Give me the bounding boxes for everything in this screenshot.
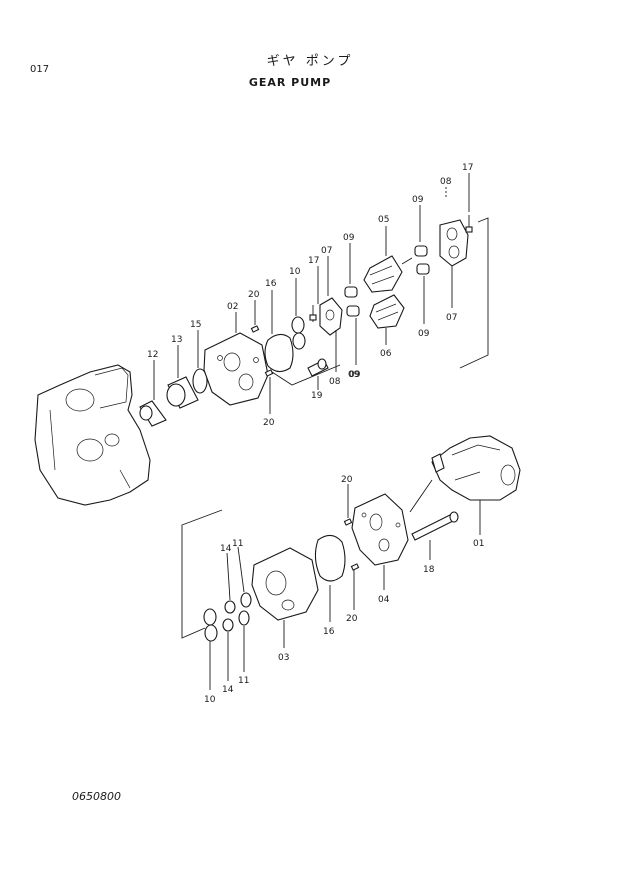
part-15-o-ring	[192, 368, 208, 394]
part-20-pin-a	[343, 518, 353, 526]
part-10-seal-lower	[203, 608, 218, 642]
callout-11-upper: 11	[232, 539, 243, 549]
callout-08-top: 08	[440, 177, 452, 187]
part-14-ring-a	[224, 600, 236, 614]
callout-09-mid: 09	[348, 370, 360, 380]
callout-16-upper: 16	[265, 279, 277, 289]
callout-04: 04	[378, 595, 390, 605]
part-14-ring-b	[222, 618, 234, 632]
callout-09-upper: 09	[343, 233, 355, 243]
page-title: GEAR PUMP	[248, 76, 332, 89]
callout-11-lower: 11	[238, 676, 249, 686]
part-10-seal	[291, 316, 306, 350]
callout-18: 18	[423, 565, 435, 575]
callout-20-lower: 20	[263, 418, 275, 428]
callout-05: 05	[378, 215, 389, 225]
part-13-ring	[166, 376, 199, 409]
part-04-rear-plate	[351, 493, 409, 566]
callout-12: 12	[147, 350, 158, 360]
part-09-bushing-b	[346, 305, 360, 317]
part-09-bushing-a	[344, 286, 358, 298]
part-18-through-bolt	[411, 511, 459, 541]
bracket-line-lower	[181, 509, 223, 639]
part-19-bolt	[307, 358, 329, 377]
callout-17-top: 17	[462, 163, 473, 173]
callout-13: 13	[171, 335, 182, 345]
callout-20-upper: 20	[248, 290, 260, 300]
part-20-pin-b	[350, 563, 360, 571]
callout-10-upper: 10	[289, 267, 301, 277]
callout-01: 01	[473, 539, 484, 549]
callout-09-top: 09	[412, 195, 424, 205]
pump-housing	[34, 364, 151, 506]
part-07-side-plate-right	[439, 219, 469, 267]
part-11-ring-a	[240, 592, 252, 608]
callout-08-lower: 08	[329, 377, 341, 387]
callout-06: 06	[380, 349, 392, 359]
callout-16-lower: 16	[323, 627, 335, 637]
part-09-bushing-c	[414, 245, 428, 257]
part-01-pump-body	[431, 435, 521, 501]
callout-19: 19	[311, 391, 323, 401]
callout-20-lowerset-b: 20	[346, 614, 358, 624]
part-17-screw-top	[465, 215, 473, 233]
callout-15: 15	[190, 320, 201, 330]
part-05-drive-gear	[363, 255, 413, 293]
part-20-pin-lower	[264, 369, 274, 377]
callout-10-lower: 10	[204, 695, 216, 705]
callout-17-mid: 17	[308, 256, 319, 266]
bracket-line	[271, 364, 341, 386]
leader-lines	[153, 173, 481, 690]
drawing-code: 0650800	[72, 790, 121, 803]
part-16-seal-lower	[314, 534, 346, 582]
part-11-ring-b	[238, 610, 250, 626]
leader-line	[409, 479, 433, 513]
callout-09-right: 09	[418, 329, 430, 339]
bracket-line-right	[459, 217, 489, 369]
part-12-bushing	[139, 400, 167, 427]
part-20-pin-upper	[250, 325, 260, 333]
part-07-side-plate-left	[319, 297, 343, 336]
callout-09-lower: 09	[349, 370, 361, 380]
part-06-driven-gear	[369, 294, 405, 329]
callout-14-upper: 14	[220, 544, 232, 554]
callout-03: 03	[278, 653, 289, 663]
callout-labels: 17 08 09 05 09 07 17 10 16 20 02 15 13 1…	[147, 163, 484, 705]
page-number: 017	[30, 64, 50, 75]
part-16-seal	[264, 333, 294, 373]
callout-07-upper: 07	[321, 246, 332, 256]
part-03-gear-housing	[251, 547, 319, 621]
part-09-bushing-d	[416, 263, 430, 275]
part-02-plate	[203, 332, 269, 406]
callout-02: 02	[227, 302, 238, 312]
part-17-screw-mid	[309, 305, 317, 322]
callout-14-lower: 14	[222, 685, 234, 695]
title-japanese: ギヤ ポンプ	[266, 54, 354, 69]
callout-07-right: 07	[446, 313, 457, 323]
callout-20-lowerset-a: 20	[341, 475, 353, 485]
